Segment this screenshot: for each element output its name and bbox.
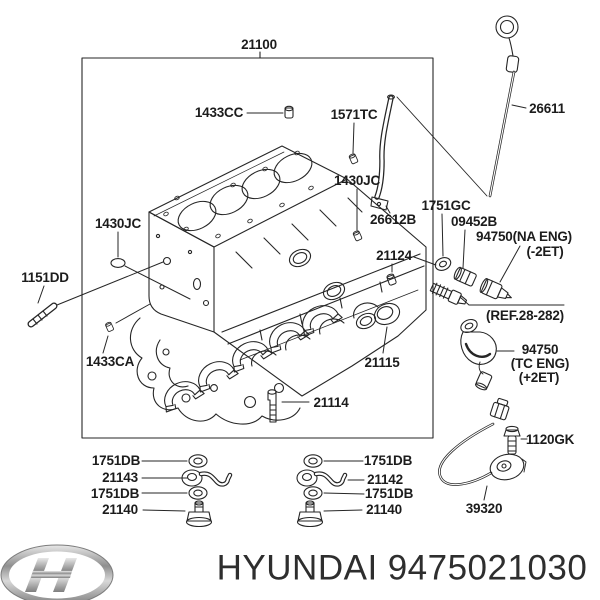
- part-label-39320: 39320: [465, 500, 503, 516]
- knock-sensor-drawing: [438, 397, 527, 486]
- sensor-chain-drawing: [429, 257, 512, 305]
- part-label-ref28282: (REF.28-282): [486, 307, 564, 323]
- oil-dipstick-drawing: [396, 15, 520, 198]
- engine-block-drawing: [129, 145, 427, 425]
- cap-bolt-drawing: [267, 389, 277, 423]
- part-label-21142: 21142: [367, 471, 403, 487]
- leader-lines: [37, 104, 565, 512]
- part-label-1751db: 1751DB: [364, 485, 414, 501]
- part-label-21124: 21124: [376, 247, 412, 263]
- tc-sensor-drawing: [460, 318, 497, 391]
- part-label-21100: 21100: [241, 36, 277, 52]
- hardware-group-left: [182, 454, 230, 528]
- part-label-21140: 21140: [366, 501, 402, 517]
- part-label-1751db: 1751DB: [90, 485, 140, 501]
- part-label-2et: (-2ET): [526, 243, 564, 259]
- part-label-94750naeng: 94750(NA ENG): [476, 228, 572, 244]
- part-label-1751db: 1751DB: [91, 452, 141, 468]
- catalog-part-number: 9475021030: [387, 548, 588, 588]
- hardware-group-right: [297, 454, 345, 528]
- dowel-pins-drawing: [104, 105, 398, 333]
- hyundai-logo: [0, 544, 114, 600]
- part-label-26612b: 26612B: [369, 211, 417, 227]
- part-label-94750: 94750: [521, 341, 559, 357]
- part-label-1751gc: 1751GC: [421, 197, 471, 213]
- part-label-1433ca: 1433CA: [85, 353, 135, 369]
- part-label-21143: 21143: [102, 469, 138, 485]
- part-label-1120gk: 1120GK: [525, 431, 575, 447]
- part-label-2et: (+2ET): [518, 369, 560, 385]
- assembly-boundary-box: [81, 51, 434, 439]
- part-label-1430jc: 1430JC: [94, 215, 142, 231]
- brand-name: HYUNDAI: [216, 548, 378, 588]
- dipstick-tube-drawing: [370, 94, 395, 211]
- sensor-bolt-drawing: [503, 425, 521, 455]
- part-label-21114: 21114: [313, 394, 349, 410]
- part-label-1430jc: 1430JC: [333, 172, 381, 188]
- part-label-1151dd: 1151DD: [21, 269, 69, 285]
- part-label-21140: 21140: [102, 501, 138, 517]
- part-label-tceng: (TC ENG): [510, 355, 570, 371]
- part-label-26611: 26611: [529, 100, 565, 116]
- cup-plug-drawing: [373, 302, 401, 326]
- part-label-1571tc: 1571TC: [330, 106, 378, 122]
- part-label-21115: 21115: [364, 354, 400, 370]
- part-label-1751db: 1751DB: [363, 452, 413, 468]
- part-label-09452b: 09452B: [450, 213, 498, 229]
- part-label-1433cc: 1433CC: [194, 104, 244, 120]
- stud-bolt-drawing: [27, 302, 58, 328]
